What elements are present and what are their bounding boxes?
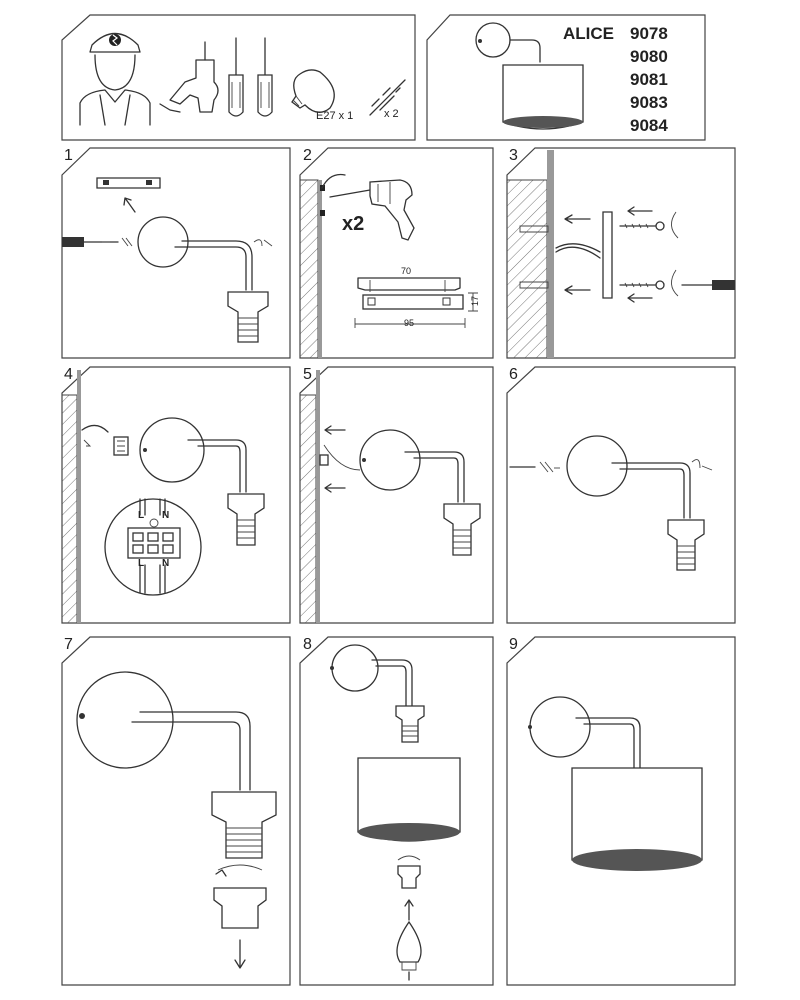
step-1-number: 1 <box>64 147 73 164</box>
lamp-socket <box>227 291 269 343</box>
screwdriver-icon <box>228 37 273 117</box>
step-6-drawing <box>509 435 713 571</box>
mounting-bracket <box>96 177 161 189</box>
bulb-label: E27 x 1 <box>316 110 354 122</box>
step-4-number: 4 <box>64 366 73 383</box>
bracket-hole-spacing: 70 <box>401 266 412 276</box>
step-3-frame <box>506 147 736 359</box>
screw-count-label: x 2 <box>384 108 399 120</box>
power-cable <box>555 246 601 259</box>
step-4-drawing <box>61 370 265 624</box>
bracket-length: 95 <box>404 318 415 328</box>
step-6-number: 6 <box>509 366 518 383</box>
step-9-number: 9 <box>509 636 518 653</box>
terminal-neutral-top: N <box>162 510 170 521</box>
step-5-drawing <box>299 370 481 624</box>
lamp-socket <box>211 791 277 859</box>
drill-quantity-label: x2 <box>342 213 365 235</box>
step-6-frame <box>506 366 736 624</box>
screwdriver-icon <box>681 280 735 290</box>
step-7-drawing <box>76 671 277 969</box>
terminal-live-top: L <box>138 510 145 521</box>
terminal-live-bottom: L <box>138 558 145 569</box>
mounting-bracket <box>602 211 613 299</box>
model-number: 9083 <box>630 93 668 112</box>
step-3-drawing <box>506 150 735 359</box>
lamp-socket <box>395 705 425 743</box>
step-1-drawing <box>62 177 273 343</box>
model-number: 9081 <box>630 70 668 89</box>
step-8-number: 8 <box>303 636 312 653</box>
screwdriver-icon <box>62 237 119 247</box>
terminal-neutral-bottom: N <box>162 558 170 569</box>
bracket-height: 17 <box>470 295 481 307</box>
lamp-socket <box>667 519 705 571</box>
step-2-number: 2 <box>303 147 312 164</box>
step-2-drawing <box>299 173 478 359</box>
product-name: ALICE <box>563 24 614 43</box>
model-number: 9078 <box>630 24 668 43</box>
step-8-drawing <box>330 644 461 981</box>
model-number: 9084 <box>630 116 668 135</box>
socket-ring <box>213 887 267 929</box>
drill-bit <box>329 189 371 198</box>
model-number: 9080 <box>630 47 668 66</box>
step-5-frame <box>299 366 494 624</box>
bulb-icon <box>291 69 335 113</box>
electrician-icon <box>79 32 151 126</box>
step-5-number: 5 <box>303 366 312 383</box>
wall-lamp-icon <box>475 22 584 130</box>
step-7-number: 7 <box>64 636 73 653</box>
step-3-number: 3 <box>509 147 518 164</box>
screw-anchor-icon <box>369 79 406 116</box>
drill-icon <box>369 179 415 241</box>
socket-ring <box>397 865 421 889</box>
step-9-drawing <box>528 696 703 871</box>
drill-icon <box>159 41 219 113</box>
